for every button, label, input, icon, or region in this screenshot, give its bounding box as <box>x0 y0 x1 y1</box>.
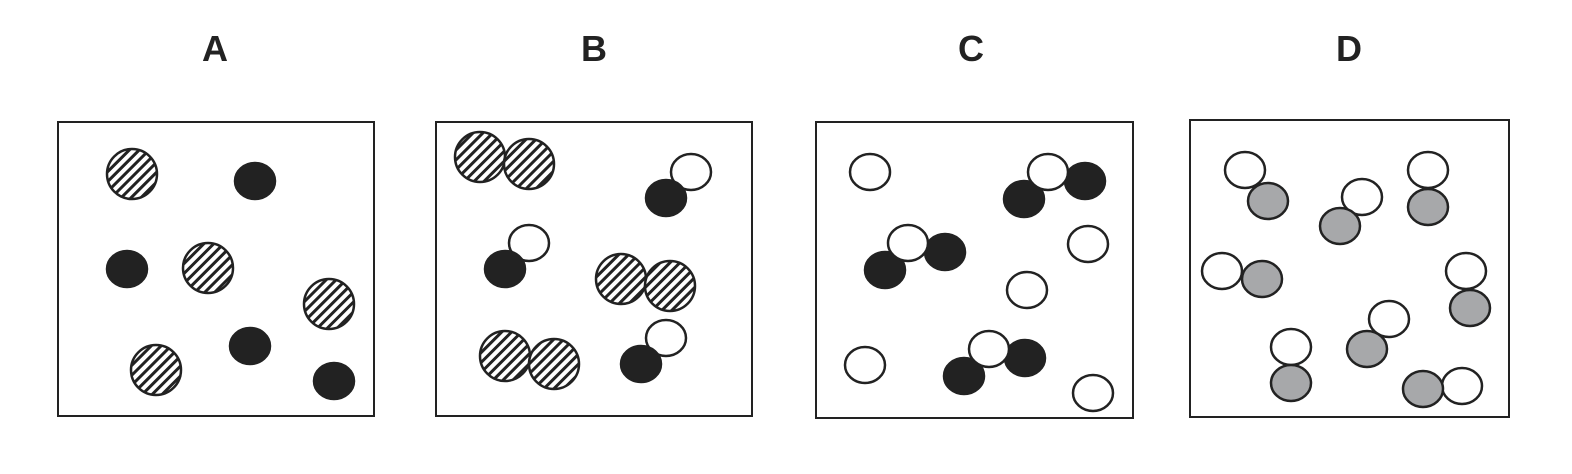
panel-d-white-particle <box>1340 177 1384 217</box>
panel-c-black-particle <box>863 250 907 290</box>
panel-c-box <box>815 121 1134 419</box>
panel-c-label: C <box>958 28 984 69</box>
panel-b-black-particle <box>619 344 663 384</box>
panel-d-label: D <box>1336 28 1362 69</box>
panel-d-grey-particle <box>1318 206 1362 246</box>
panel-d-white-particle <box>1223 150 1267 190</box>
panel-a-black-particle <box>228 326 272 366</box>
panel-d-white-particle <box>1444 251 1488 291</box>
panel-d-grey-particle <box>1246 181 1290 221</box>
panel-d-grey-particle <box>1406 187 1450 227</box>
panel-c-white-particle <box>886 223 930 263</box>
panel-d-grey-particle <box>1401 369 1445 409</box>
panel-d-white-particle <box>1406 150 1450 190</box>
panel-c-white-particle <box>967 329 1011 369</box>
panel-a-hatched-particle <box>181 241 235 295</box>
panel-c-black-particle <box>942 356 986 396</box>
panel-c-black-particle <box>1003 338 1047 378</box>
panel-d-white-particle <box>1269 327 1313 367</box>
panel-b-hatched-particle <box>453 130 507 184</box>
panel-a-hatched-particle <box>302 277 356 331</box>
panel-a-hatched-particle <box>105 147 159 201</box>
panel-a-label: A <box>202 28 228 69</box>
panel-c-black-particle <box>923 232 967 272</box>
panel-b-white-particle <box>669 152 713 192</box>
panel-b-hatched-particle <box>502 137 556 191</box>
panel-d-grey-particle <box>1240 259 1284 299</box>
panel-b-box <box>435 121 753 417</box>
panel-c-white-particle <box>1026 152 1070 192</box>
panel-d-grey-particle <box>1448 288 1492 328</box>
panel-b-hatched-particle <box>478 329 532 383</box>
panel-b-black-particle <box>483 249 527 289</box>
panel-b-label: B <box>581 28 607 69</box>
panel-d-white-particle <box>1367 299 1411 339</box>
panel-d-box <box>1189 119 1510 418</box>
panel-a-box <box>57 121 375 417</box>
panel-b-hatched-particle <box>643 259 697 313</box>
panel-d-grey-particle <box>1345 329 1389 369</box>
panel-a-hatched-particle <box>129 343 183 397</box>
panel-c-white-particle <box>848 152 892 192</box>
panel-b-white-particle <box>507 223 551 263</box>
panel-b-hatched-particle <box>594 252 648 306</box>
panel-c-white-particle <box>1005 270 1049 310</box>
panel-c-white-particle <box>1071 373 1115 413</box>
panel-c-white-particle <box>1066 224 1110 264</box>
panel-c-black-particle <box>1002 179 1046 219</box>
panel-d-white-particle <box>1200 251 1244 291</box>
panel-b-black-particle <box>644 178 688 218</box>
panel-a-black-particle <box>233 161 277 201</box>
panel-a-black-particle <box>312 361 356 401</box>
panel-c-white-particle <box>843 345 887 385</box>
panel-d-grey-particle <box>1269 363 1313 403</box>
panel-d-white-particle <box>1440 366 1484 406</box>
panel-a-black-particle <box>105 249 149 289</box>
panel-b-hatched-particle <box>527 337 581 391</box>
panel-b-white-particle <box>644 318 688 358</box>
panel-c-black-particle <box>1063 161 1107 201</box>
